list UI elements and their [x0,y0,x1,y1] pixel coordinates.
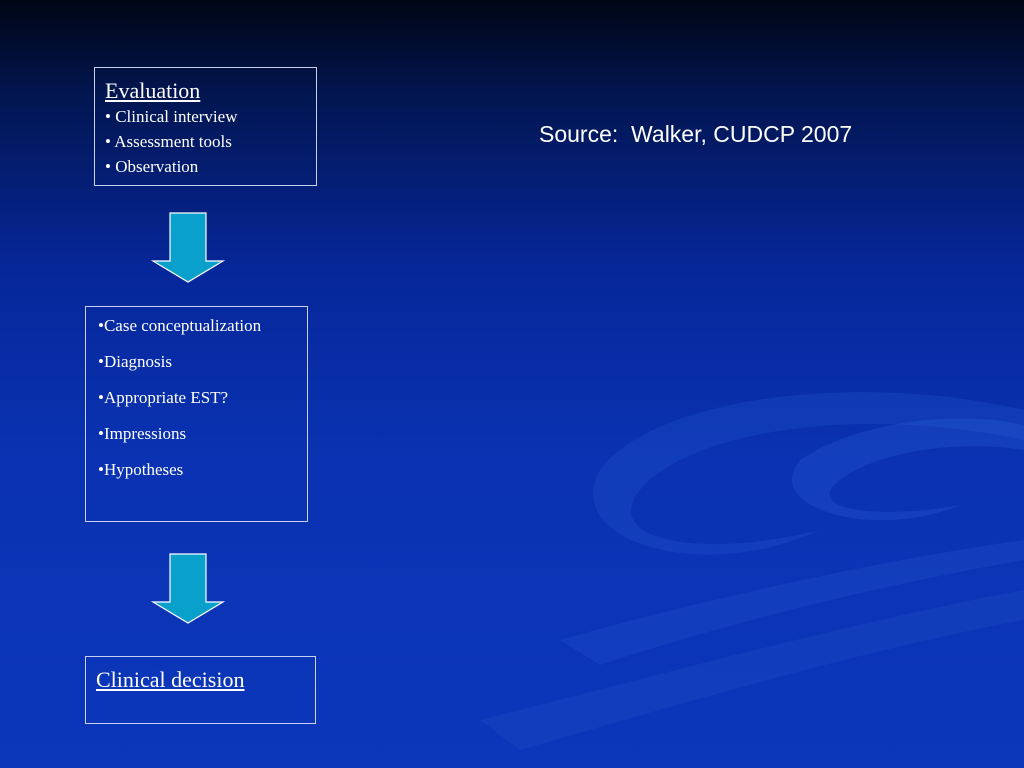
down-arrow-icon [151,212,225,283]
case-item: •Appropriate EST? [98,388,229,407]
clinical-decision-box: Clinical decision [85,656,316,724]
case-item: •Impressions [98,424,187,443]
source-citation: Source: Walker, CUDCP 2007 [539,121,853,147]
evaluation-item: • Observation [105,157,199,176]
case-item: •Hypotheses [98,460,184,479]
evaluation-list: • Clinical interview • Assessment tools … [105,104,316,179]
case-item: •Diagnosis [98,352,172,371]
down-arrow-icon [151,553,225,624]
case-item: •Case conceptualization [98,316,262,335]
evaluation-heading: Evaluation [105,78,201,103]
case-list: •Case conceptualization •Diagnosis •Appr… [98,316,307,480]
case-conceptualization-box: •Case conceptualization •Diagnosis •Appr… [85,306,308,522]
evaluation-item: • Clinical interview [105,107,238,126]
clinical-decision-heading: Clinical decision [96,667,245,692]
evaluation-item: • Assessment tools [105,132,232,151]
evaluation-box: Evaluation • Clinical interview • Assess… [94,67,317,186]
